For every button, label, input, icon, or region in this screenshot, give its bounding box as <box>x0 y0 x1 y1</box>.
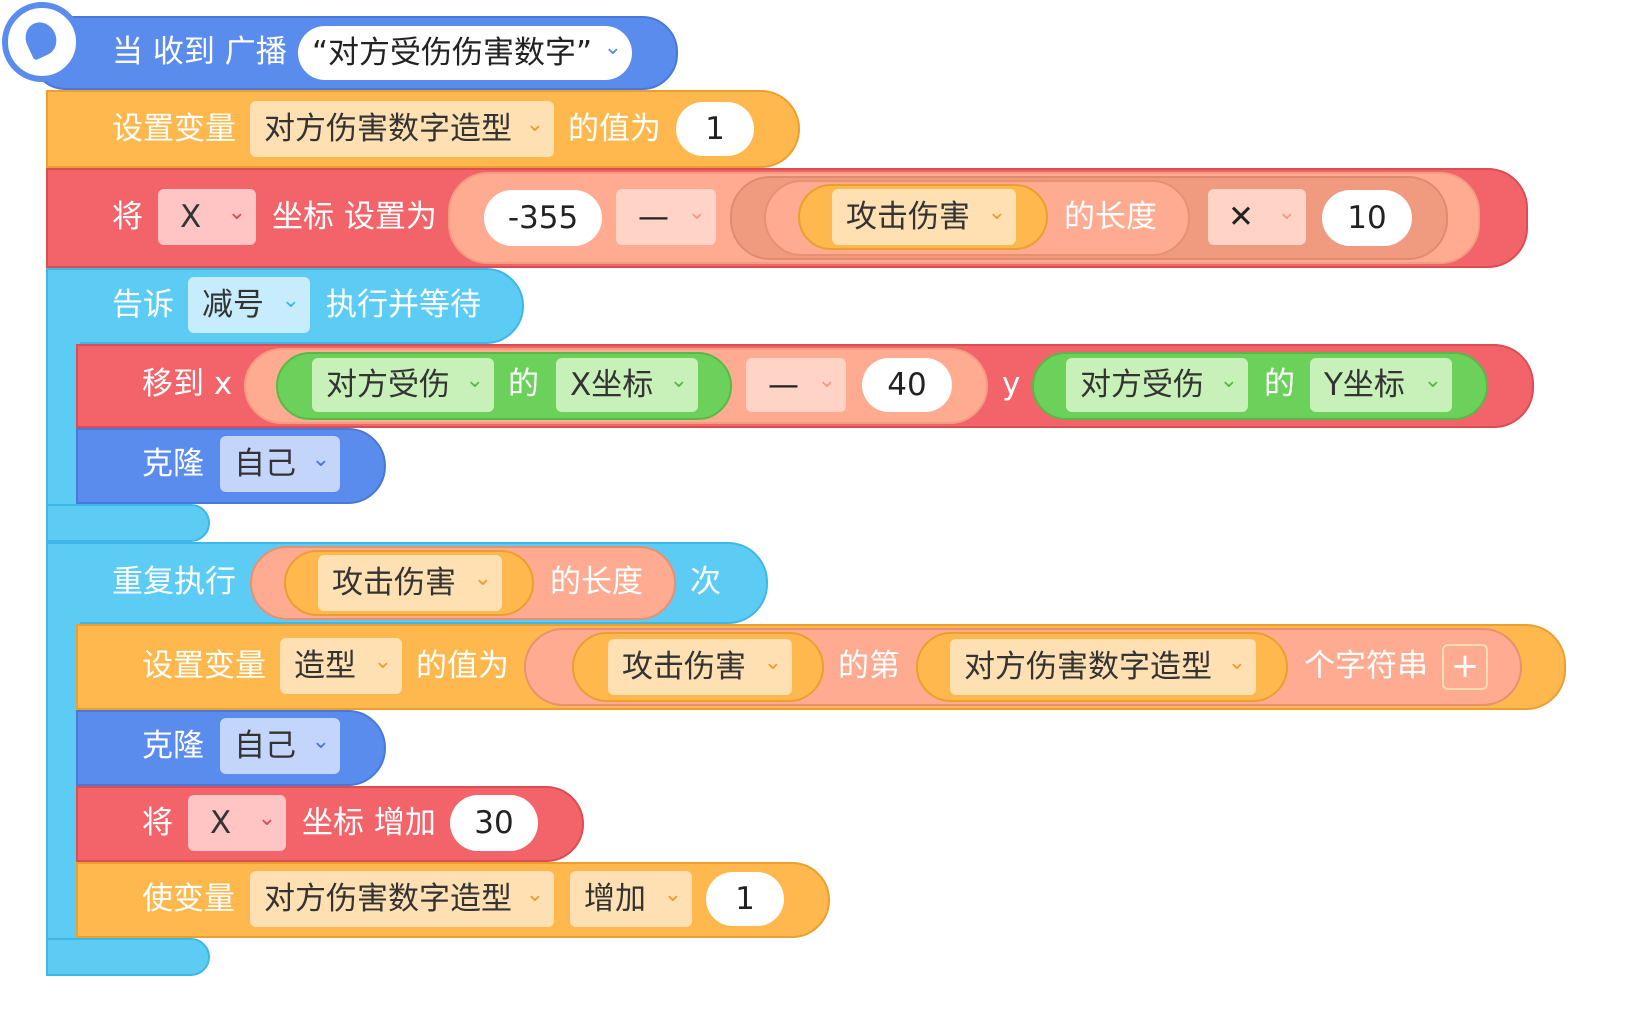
property-name-2: Y坐标 <box>1324 367 1405 403</box>
change-axis-value: X <box>210 805 232 841</box>
left-operand-input[interactable]: -355 <box>484 190 602 246</box>
length-label: 的长度 <box>1064 199 1157 235</box>
multiply-operator-dropdown[interactable]: ✕ ⌄ <box>1208 189 1306 245</box>
operator-value: — <box>638 199 669 235</box>
item-suffix-label: 个字符串 <box>1304 648 1428 684</box>
chevron-down-icon: ⌄ <box>817 368 836 393</box>
clone-label: 克隆 <box>142 446 204 482</box>
value-input[interactable]: 1 <box>676 102 754 156</box>
chevron-down-icon: ⌄ <box>311 729 330 754</box>
change-x-label: 将 <box>142 805 173 841</box>
clone-target-dropdown-2[interactable]: 自己 ⌄ <box>220 718 340 774</box>
repeat-list-name: 攻击伤害 <box>332 565 456 601</box>
repeat-list-dropdown[interactable]: 攻击伤害 ⌄ <box>318 555 502 611</box>
repeat-block-spine <box>46 620 80 946</box>
chevron-down-icon: ⌄ <box>763 650 782 675</box>
chevron-down-icon: ⌄ <box>227 200 246 225</box>
variable-name-2: 造型 <box>294 648 356 684</box>
chevron-down-icon: ⌄ <box>281 288 300 313</box>
item-list-name: 攻击伤害 <box>622 649 746 685</box>
variable-dropdown[interactable]: 对方伤害数字造型 ⌄ <box>250 101 554 157</box>
set-x-suffix: 坐标 设置为 <box>272 199 437 235</box>
goto-label: 移到 x <box>142 366 233 402</box>
set-var-to-label-2: 的值为 <box>416 648 509 684</box>
set-var-to-label: 的值为 <box>568 111 661 147</box>
chevron-down-icon: ⌄ <box>987 200 1006 225</box>
chevron-down-icon: ⌄ <box>663 882 682 907</box>
object-dropdown-2[interactable]: 对方受伤 ⌄ <box>1066 358 1248 412</box>
set-var-label: 设置变量 <box>112 111 236 147</box>
sprite-name: 减号 <box>202 287 264 323</box>
broadcast-message-dropdown[interactable]: “对方受伤伤害数字” ⌄ <box>298 26 632 80</box>
multiply-operator-value: ✕ <box>1228 199 1254 235</box>
axis-dropdown[interactable]: X ⌄ <box>158 189 256 245</box>
change-var-label: 使变量 <box>142 881 235 917</box>
chevron-down-icon: ⌄ <box>473 566 492 591</box>
set-x-label: 将 <box>112 199 143 235</box>
change-op-dropdown[interactable]: 增加 ⌄ <box>570 871 692 927</box>
chevron-down-icon: ⌄ <box>669 368 688 393</box>
change-x-suffix: 坐标 增加 <box>302 805 436 841</box>
broadcast-icon <box>2 2 82 82</box>
clone-label-2: 克隆 <box>142 728 204 764</box>
chevron-down-icon: ⌄ <box>373 649 392 674</box>
chevron-down-icon: ⌄ <box>1219 368 1238 393</box>
change-var-dropdown[interactable]: 对方伤害数字造型 ⌄ <box>250 871 554 927</box>
clone-target-2: 自己 <box>234 728 296 764</box>
operator-dropdown[interactable]: — ⌄ <box>616 189 716 245</box>
goto-operator-value: — <box>768 367 799 403</box>
goto-operator-dropdown[interactable]: — ⌄ <box>746 358 846 412</box>
of-label-1: 的 <box>508 366 539 402</box>
chevron-down-icon: ⌄ <box>525 882 544 907</box>
right-operand-input[interactable]: 10 <box>1322 190 1412 246</box>
chevron-down-icon: ⌄ <box>1227 650 1246 675</box>
chevron-down-icon: ⌄ <box>525 112 544 137</box>
tell-block-footer <box>46 504 210 542</box>
list-name: 攻击伤害 <box>846 199 970 235</box>
object-dropdown-1[interactable]: 对方受伤 ⌄ <box>312 358 494 412</box>
of-label-2: 的 <box>1264 366 1295 402</box>
variable-dropdown-2[interactable]: 造型 ⌄ <box>280 638 402 694</box>
chevron-down-icon: ⌄ <box>1277 200 1296 225</box>
change-var-input[interactable]: 1 <box>706 872 784 926</box>
clone-target-dropdown[interactable]: 自己 ⌄ <box>220 436 340 492</box>
broadcast-message-value: “对方受伤伤害数字” <box>312 35 593 71</box>
nth-label: 的第 <box>838 648 900 684</box>
property-name-1: X坐标 <box>570 367 654 403</box>
property-dropdown-2[interactable]: Y坐标 ⌄ <box>1310 358 1452 412</box>
index-variable-name: 对方伤害数字造型 <box>964 649 1212 685</box>
list-dropdown[interactable]: 攻击伤害 ⌄ <box>832 189 1016 245</box>
chevron-down-icon: ⌄ <box>465 368 484 393</box>
chevron-down-icon: ⌄ <box>311 447 330 472</box>
chevron-down-icon: ⌄ <box>603 35 622 60</box>
hat-label: 当 收到 广播 <box>112 34 287 70</box>
repeat-times-label: 次 <box>690 564 721 600</box>
set-var-label-2: 设置变量 <box>142 648 266 684</box>
change-var-name: 对方伤害数字造型 <box>264 881 512 917</box>
offset-input[interactable]: 40 <box>862 358 952 412</box>
index-variable-dropdown[interactable]: 对方伤害数字造型 ⌄ <box>950 639 1256 695</box>
sprite-dropdown[interactable]: 减号 ⌄ <box>188 277 310 333</box>
chevron-down-icon: ⌄ <box>687 200 706 225</box>
y-label: y <box>1002 366 1021 402</box>
object-name-2: 对方受伤 <box>1080 367 1204 403</box>
axis-value: X <box>180 199 202 235</box>
add-argument-button[interactable]: + <box>1442 644 1488 690</box>
object-name-1: 对方受伤 <box>326 367 450 403</box>
property-dropdown-1[interactable]: X坐标 ⌄ <box>556 358 698 412</box>
item-list-dropdown[interactable]: 攻击伤害 ⌄ <box>608 639 792 695</box>
variable-name: 对方伤害数字造型 <box>264 111 512 147</box>
repeat-label: 重复执行 <box>112 564 236 600</box>
tell-block-spine <box>46 340 80 510</box>
change-axis-dropdown[interactable]: X ⌄ <box>188 795 286 851</box>
change-op-value: 增加 <box>584 881 646 917</box>
tell-label: 告诉 <box>112 287 174 323</box>
chevron-down-icon: ⌄ <box>257 806 276 831</box>
repeat-block-footer <box>46 938 210 976</box>
clone-target: 自己 <box>234 446 296 482</box>
chevron-down-icon: ⌄ <box>1423 368 1442 393</box>
tell-suffix: 执行并等待 <box>326 287 481 323</box>
change-x-input[interactable]: 30 <box>450 795 538 851</box>
repeat-length-label: 的长度 <box>550 564 643 600</box>
